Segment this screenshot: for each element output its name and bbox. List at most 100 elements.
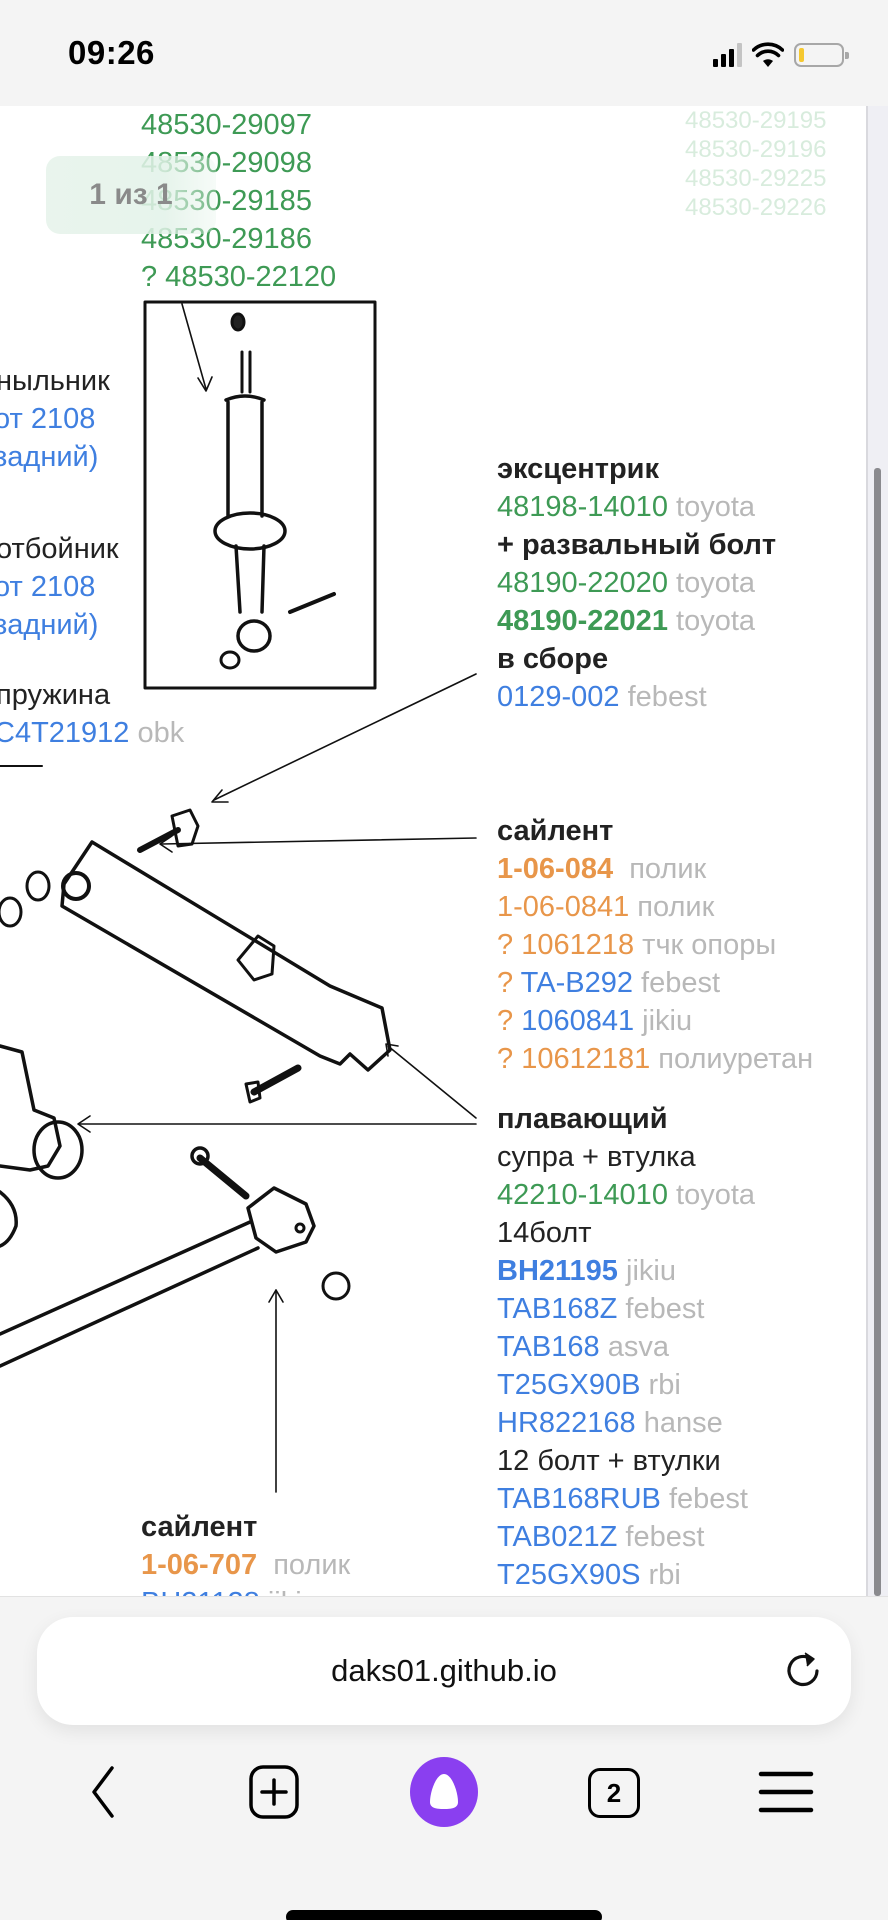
bump-stop-part-note: задний) [0,609,99,641]
uncertain-mark: ? [497,1043,522,1075]
part-number[interactable]: 1-06-707 [141,1549,258,1581]
lower-silentblock-heading: сайлент [141,1511,258,1543]
part-number[interactable]: BH21195 [497,1255,618,1287]
floating-row: TAB168RUB febest [497,1480,748,1518]
alice-voice-assistant-icon [410,1757,478,1827]
battery-low-icon [794,43,849,67]
status-time: 09:26 [68,34,155,71]
brand: toyota [676,605,756,637]
eccentric-row: 48198-14010 toyota [497,488,755,526]
brand: полик [629,853,707,885]
boot-heading: ныльник [0,365,110,397]
status-icons [713,42,849,68]
lower-silentblock-row: 1-06-707 полик [141,1546,350,1584]
part-number[interactable]: 48190-22020 [497,567,668,599]
uncertain-mark: ? [497,967,521,999]
spring-brand: obk [137,717,185,749]
brand: полиуретан [658,1043,814,1075]
part-number[interactable]: TAB168Z [497,1293,618,1325]
menu-button[interactable] [746,1752,826,1832]
eccentric-heading: эксцентрик [497,453,660,485]
brand: тчк опоры [642,929,777,961]
spring-row: C4T21912 obk [0,714,184,752]
shock-part-number-faded: 48530-29196 [685,136,827,163]
bump-stop-part[interactable]: от 2108 [0,571,96,603]
brand: полик [273,1549,351,1581]
new-tab-button[interactable] [234,1752,314,1832]
brand: febest [668,1483,748,1515]
floating-row: BH21195 jikiu [497,1252,676,1290]
uncertain-mark: ? [497,1005,522,1037]
part-number[interactable]: TA-B292 [520,967,633,999]
brand: rbi [648,1559,681,1591]
boot-part[interactable]: от 2108 [0,403,96,435]
part-number[interactable]: 1060841 [521,1005,635,1037]
camber-bolt-heading: + развальный болт [497,529,777,561]
part-number[interactable]: HR822168 [497,1407,636,1439]
assembly-row: 0129-002 febest [497,678,707,716]
brand: febest [641,967,721,999]
brand: rbi [648,1369,681,1401]
find-in-page-counter: 1 из 1 [46,156,216,234]
part-number[interactable]: 0129-002 [497,681,620,713]
brand: jikiu [268,1587,318,1596]
silentblock-row: 1-06-084 полик [497,850,706,888]
uncertain-mark: ? [497,929,522,961]
tabs-button[interactable]: 2 [588,1768,640,1818]
scrollbar-thumb[interactable] [874,468,881,1596]
floating-row: TAB168 asva [497,1328,669,1366]
brand: toyota [676,491,756,523]
reload-icon[interactable] [781,1649,825,1693]
part-number[interactable]: 42210-14010 [497,1179,668,1211]
brand: toyota [676,567,756,599]
brand: jikiu [642,1005,693,1037]
silentblock-row: ? TA-B292 febest [497,964,720,1002]
home-indicator[interactable] [286,1910,602,1920]
part-number[interactable]: 48198-14010 [497,491,668,523]
silentblock-row: 1-06-0841 полик [497,888,714,926]
brand: hanse [643,1407,723,1439]
part-number[interactable]: 1-06-0841 [497,891,630,923]
shock-part-number: 48530-29097 [141,109,312,141]
lower-silentblock-row: BH21128 jikiu [141,1584,318,1596]
alice-assistant-button[interactable] [404,1752,484,1832]
shock-part-number-faded: 48530-29226 [685,194,827,221]
bump-stop-heading: отбойник [0,533,119,565]
address-bar[interactable]: daks01.github.io [37,1617,851,1725]
part-number[interactable]: 1061218 [521,929,635,961]
bottom-nav-bar: 2 [0,1752,888,1842]
brand: febest [625,1521,705,1553]
floating-row: TAB168Z febest [497,1290,704,1328]
brand: asva [607,1331,669,1363]
silentblock-row: ? 1060841 jikiu [497,1002,692,1040]
brand: toyota [676,1179,756,1211]
part-number[interactable]: 1-06-084 [497,853,614,885]
shock-part-number-faded: 48530-29195 [685,107,827,134]
floating-heading: плавающий [497,1103,668,1135]
brand: febest [627,681,707,713]
part-number[interactable]: TAB168 [497,1331,600,1363]
chevron-left-icon [92,1766,114,1818]
brand: jikiu [626,1255,676,1287]
status-bar: 09:26 [0,0,888,106]
web-page-content[interactable]: 48530-29097 48530-29098 48530-29185 4853… [0,106,866,1596]
camber-bolt-row: 48190-22020 toyota [497,564,755,602]
brand: febest [625,1293,705,1325]
back-button[interactable] [62,1752,142,1832]
floating-row: T25GX90B rbi [497,1366,681,1404]
part-number[interactable]: 10612181 [521,1043,651,1075]
floating-row: T25GX90S rbi [497,1556,681,1594]
spring-part[interactable]: C4T21912 [0,717,130,749]
url-text[interactable]: daks01.github.io [331,1653,557,1688]
part-number[interactable]: BH21128 [141,1587,260,1596]
part-number[interactable]: TAB168RUB [497,1483,661,1515]
part-number[interactable]: 48190-22021 [497,605,668,637]
left-edge-fragment: . [0,1546,2,1584]
hamburger-menu-icon [758,1771,814,1813]
floating-subheading: 12 болт + втулки [497,1445,721,1477]
part-number[interactable]: TAB021Z [497,1521,618,1553]
part-number[interactable]: T25GX90S [497,1559,641,1591]
part-number[interactable]: T25GX90B [497,1369,641,1401]
camber-bolt-row: 48190-22021 toyota [497,602,755,640]
spring-heading: пружина [0,679,111,711]
